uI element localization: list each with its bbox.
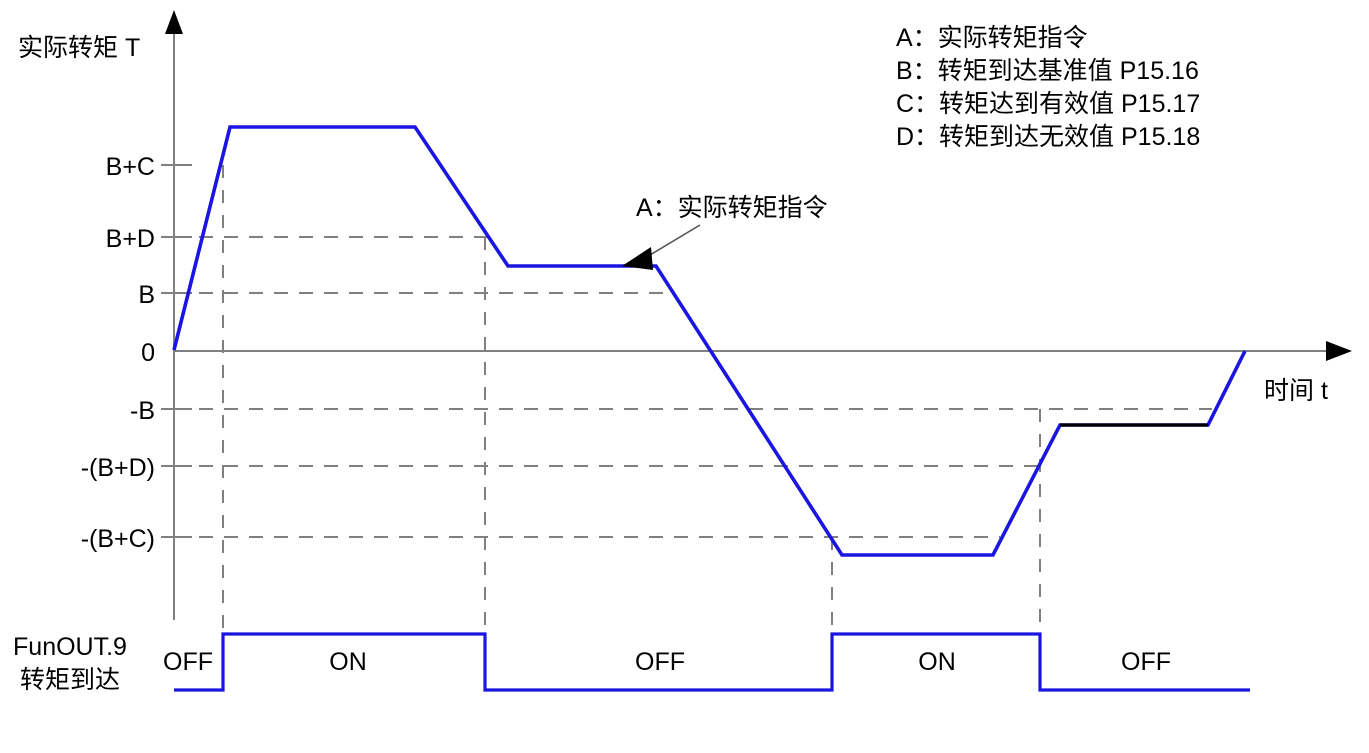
y-tick-label-b-plus-d: B+D <box>106 225 155 253</box>
state-label-off-2: OFF <box>635 648 685 676</box>
torque-command-curve <box>172 125 1247 557</box>
callout-arrow-icon <box>622 247 653 270</box>
event-gridlines <box>222 165 1041 630</box>
curve-callout-leader <box>622 224 701 270</box>
state-label-off-3: OFF <box>1121 648 1171 676</box>
y-tick-label-b-plus-c: B+C <box>106 153 155 181</box>
state-label-off-1: OFF <box>163 648 213 676</box>
funout9-polyline <box>174 632 1250 692</box>
y-tick-label-neg-b-plus-d: -(B+D) <box>81 454 155 482</box>
state-label-on-1: ON <box>329 648 367 676</box>
x-axis <box>174 341 1352 361</box>
funout9-waveform <box>174 632 1250 692</box>
legend-item-a: A：实际转矩指令 <box>896 24 1088 52</box>
legend-item-b: B：转矩到达基准值 P15.16 <box>896 57 1199 85</box>
torque-command-polyline <box>172 125 1247 557</box>
funout9-name-line2: 转矩到达 <box>20 666 120 694</box>
y-tick-label-zero: 0 <box>141 339 155 367</box>
threshold-gridlines <box>174 236 1212 538</box>
x-axis-arrow-icon <box>1326 341 1352 361</box>
legend-item-c: C：转矩达到有效值 P15.17 <box>896 90 1200 118</box>
state-label-on-2: ON <box>918 648 956 676</box>
x-axis-title: 时间 t <box>1264 377 1328 405</box>
curve-callout-label: A：实际转矩指令 <box>636 194 828 222</box>
funout9-name-line1: FunOUT.9 <box>13 633 127 661</box>
y-axis <box>165 10 183 620</box>
y-axis-arrow-icon <box>165 10 183 34</box>
y-axis-title: 实际转矩 T <box>18 34 140 62</box>
callout-leader-line <box>644 224 701 259</box>
y-tick-label-neg-b-plus-c: -(B+C) <box>81 525 155 553</box>
y-tick-label-b: B <box>138 281 155 309</box>
legend-item-d: D：转矩到达无效值 P15.18 <box>896 123 1200 151</box>
y-tick-label-neg-b: -B <box>130 397 155 425</box>
